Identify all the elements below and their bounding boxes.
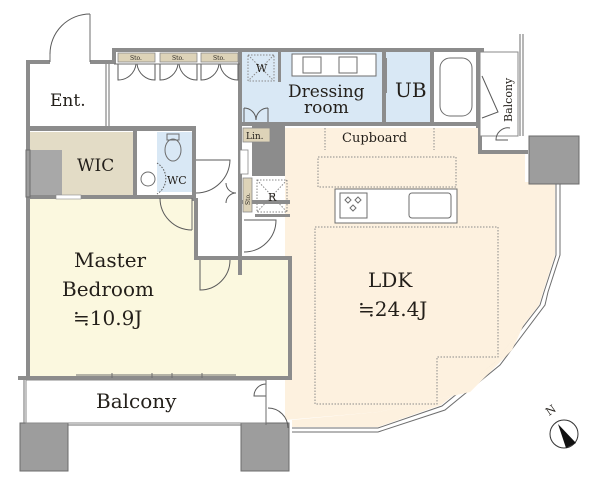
ldk-window-outer [292,184,561,433]
wc-floor [157,132,192,192]
toilet-icon [164,133,182,162]
storage-1[interactable] [117,52,156,63]
compass-north-label: N [543,402,559,418]
pillar-right [528,135,580,185]
storage-4[interactable] [242,177,253,213]
room-label-master-2: Bedroom [62,277,154,301]
fridge-space [256,179,288,213]
bedroom-window [76,373,236,378]
sink [408,192,452,219]
room-label-balcony-main: Balcony [96,389,177,413]
room-label-balcony-side: Balcony [502,77,515,122]
label-washer: W [256,62,268,75]
storage-doors [114,63,240,81]
storage-2[interactable] [159,52,198,63]
pillar-left-top [25,149,31,198]
label-fridge: R [268,191,277,204]
room-label-cupboard: Cupboard [342,131,407,146]
entrance-door-swing[interactable] [49,13,91,55]
ub-floor [386,52,430,122]
room-label-master-area: ≒10.9J [73,306,142,330]
label-storage-3: Sto. [213,55,225,62]
master-bedroom-floor [30,198,290,378]
balcony-main [25,379,267,424]
room-label-wc: WC [167,174,187,187]
room-label-master-1: Master [74,248,147,272]
washer-space [247,54,275,82]
wic-wall-block [30,150,62,197]
dining-area-outline [314,226,499,405]
compass-icon [549,419,579,449]
room-label-dressing-1: Dressing [288,82,365,102]
room-label-ub: UB [395,78,427,102]
pillar-balcony-left [19,422,69,472]
stove [339,192,368,219]
balcony-side [479,51,519,137]
room-label-dressing-2: room [304,98,349,118]
room-label-wic: WIC [77,156,114,176]
linen-closet[interactable] [242,127,271,143]
stove-burners-icon [344,196,362,212]
cupboard [317,156,457,188]
wic-floor [30,132,133,197]
bathtub [439,57,473,117]
label-storage-2: Sto. [172,55,184,62]
wc-sink-icon [140,171,156,187]
vanity [291,53,377,77]
room-label-ldk: LDK [368,268,413,292]
storage-3[interactable] [200,52,239,63]
room-label-ldk-area: ≒24.4J [358,297,427,321]
label-storage-1: Sto. [130,55,142,62]
label-storage-4: Sto. [245,193,252,205]
pillar-balcony-right [240,422,290,472]
room-label-entrance: Ent. [50,91,86,111]
room-label-linen: Lin. [246,132,264,142]
